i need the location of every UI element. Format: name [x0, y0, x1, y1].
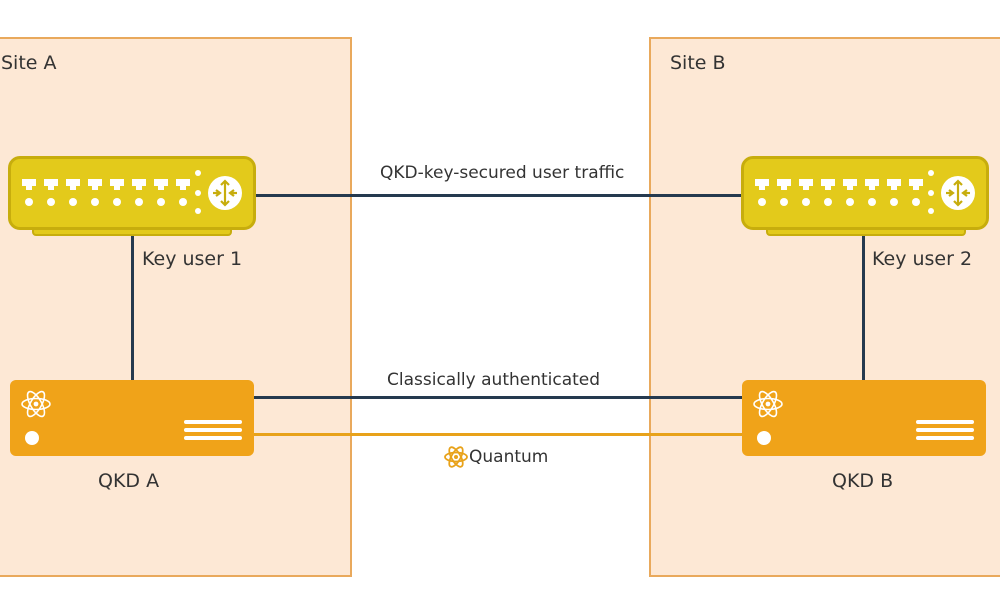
classical-label: Classically authenticated: [387, 370, 601, 390]
qkd-a-server: [10, 380, 254, 456]
quantum-label-group: Quantum: [443, 444, 548, 470]
qkd-a-label: QKD A: [98, 470, 160, 492]
quantum-label: Quantum: [469, 447, 549, 467]
site-b-label: Site B: [670, 52, 726, 74]
key-user-1-qkd-a-link: [131, 234, 134, 382]
atom-icon: [443, 444, 469, 470]
site-a-label: Site A: [1, 52, 57, 74]
key-user-2-router: [741, 156, 989, 230]
user-traffic-label: QKD-key-secured user traffic: [380, 163, 625, 183]
classical-link: [252, 396, 746, 399]
key-user-2-label: Key user 2: [872, 248, 973, 270]
key-user-1-label: Key user 1: [142, 248, 243, 270]
key-user-1-router: [8, 156, 256, 230]
qkd-server-icon: [21, 390, 242, 445]
router-icon: [22, 170, 242, 214]
qkd-b-label: QKD B: [832, 470, 894, 492]
quantum-link: [252, 433, 746, 436]
qkd-server-icon: [753, 390, 974, 445]
key-user-2-qkd-b-link: [862, 234, 865, 382]
router-icon: [755, 170, 975, 214]
user-traffic-link: [256, 194, 742, 197]
site-a-zone: [0, 37, 352, 577]
site-b-zone: [649, 37, 1000, 577]
qkd-b-server: [742, 380, 986, 456]
